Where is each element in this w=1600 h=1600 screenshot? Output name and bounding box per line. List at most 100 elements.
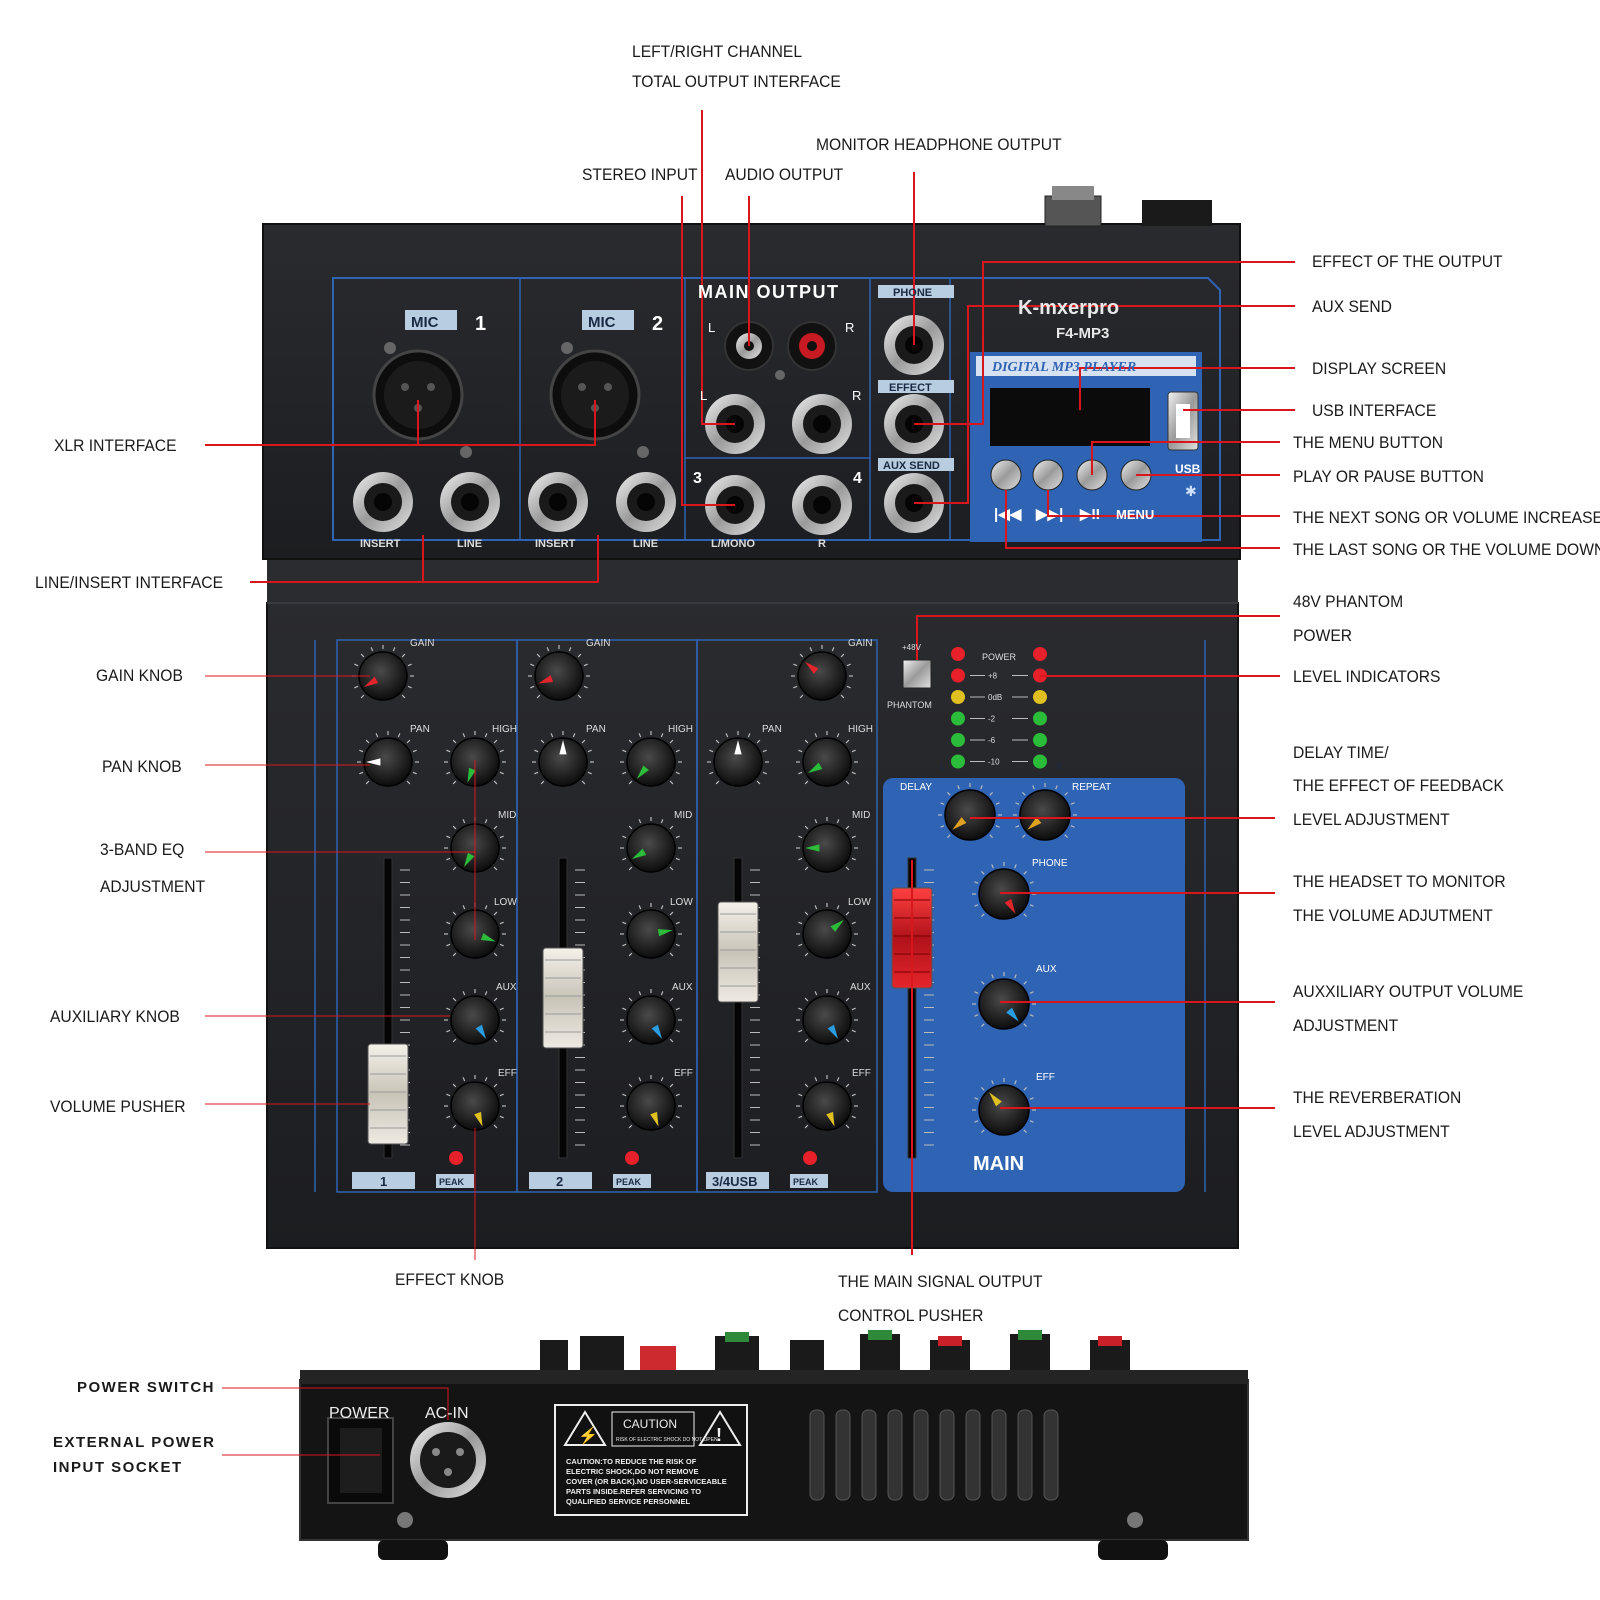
svg-text:MID: MID [498,810,516,821]
svg-text:MAIN OUTPUT: MAIN OUTPUT [698,282,840,302]
callout-monitor-headphone: MONITOR HEADPHONE OUTPUT [816,135,1062,154]
mid-knob-ch3[interactable] [796,817,858,873]
low-knob-ch3[interactable] [796,903,858,959]
svg-text:AUX SEND: AUX SEND [883,460,940,472]
callout-audio-output: AUDIO OUTPUT [725,165,844,184]
aux-knob-ch3[interactable] [796,989,858,1045]
main-aux-knob[interactable] [972,972,1036,1030]
line-jack-1[interactable] [440,472,500,532]
low-knob-ch2[interactable] [620,903,682,959]
top-panel: |◀◀ ▶▶| ▶II ✱ [262,186,1241,560]
svg-text:R: R [852,388,861,403]
ac-in-socket[interactable] [410,1422,486,1498]
phantom-button[interactable] [902,659,932,689]
level-led-left [951,647,965,661]
svg-text:EFF: EFF [674,1068,693,1079]
next-icon: ▶▶| [1035,506,1063,523]
warning-icon: ⚡ [578,1426,598,1445]
repeat-knob[interactable] [1013,783,1077,841]
pan-knob-ch2[interactable] [532,731,594,787]
aux-knob-ch2[interactable] [620,989,682,1045]
svg-text:DIGITAL MP3 PLAYER: DIGITAL MP3 PLAYER [991,360,1136,375]
callout-reverb-2: LEVEL ADJUSTMENT [1293,1122,1450,1141]
line-jack-2[interactable] [616,472,676,532]
svg-text:R: R [818,538,826,550]
callout-delay-3: LEVEL ADJUSTMENT [1293,810,1450,829]
svg-text:AUX: AUX [496,982,517,993]
xlr-jack-2[interactable] [549,342,649,458]
svg-text:PAN: PAN [410,724,430,735]
callout-power-switch: POWER SWITCH [77,1379,215,1396]
level-led-left [951,690,965,704]
rear-panel: ⚡ ! [299,1330,1249,1560]
svg-text:MID: MID [674,810,692,821]
svg-text:EFFECT: EFFECT [889,382,932,394]
eff-knob-ch1[interactable] [444,1075,506,1131]
level-led-right [1033,690,1047,704]
svg-text:HIGH: HIGH [492,724,517,735]
svg-text:CAUTION:TO REDUCE THE RISK OF: CAUTION:TO REDUCE THE RISK OF [566,1457,697,1466]
svg-text:PARTS INSIDE.REFER SERVICING T: PARTS INSIDE.REFER SERVICING TO [566,1487,701,1496]
level-led-right [1033,754,1047,769]
main-out-r-jack[interactable] [792,394,852,454]
eff-knob-ch3[interactable] [796,1075,858,1131]
high-knob-ch3[interactable] [796,731,858,787]
pan-knob-ch1[interactable] [357,731,419,787]
svg-text:LINE: LINE [633,538,658,550]
pan-knob-ch3[interactable] [707,731,769,787]
callout-main-pusher-1: THE MAIN SIGNAL OUTPUT [838,1272,1043,1291]
insert-jack-2[interactable] [528,472,588,532]
svg-text:EFF: EFF [852,1068,871,1079]
mid-knob-ch2[interactable] [620,817,682,873]
volume-fader-ch3[interactable] [717,857,760,1159]
xlr-jack-1[interactable] [372,342,472,458]
callout-next-song: THE NEXT SONG OR VOLUME INCREASE [1293,508,1600,527]
callout-display-screen: DISPLAY SCREEN [1312,359,1447,378]
svg-text:AC-IN: AC-IN [425,1405,469,1422]
svg-text:CAUTION: CAUTION [623,1417,677,1431]
svg-text:K-mxerpro: K-mxerpro [1018,297,1119,319]
callout-aux-out-2: ADJUSTMENT [1293,1016,1399,1035]
callout-eq-1: 3-BAND EQ [100,840,185,859]
insert-jack-1[interactable] [353,472,413,532]
svg-text:MENU: MENU [1116,507,1154,522]
prev-button[interactable] [990,459,1022,491]
peak-led-3 [803,1151,817,1165]
callout-phantom-1: 48V PHANTOM [1293,592,1404,611]
callout-effect-output: EFFECT OF THE OUTPUT [1312,252,1503,271]
next-button[interactable] [1032,459,1064,491]
svg-text:INSERT: INSERT [360,538,401,550]
callout-phantom-2: POWER [1293,626,1353,645]
svg-text:POWER: POWER [982,652,1017,662]
svg-text:PEAK: PEAK [793,1177,819,1187]
volume-fader-ch2[interactable] [542,857,585,1159]
svg-text:AUX: AUX [672,982,693,993]
delay-knob[interactable] [938,783,1002,841]
svg-text:+48V: +48V [902,643,922,652]
main-eff-knob[interactable] [972,1078,1036,1136]
svg-text:PHONE: PHONE [1032,858,1068,869]
meter-mark: -10 [988,758,1000,767]
stereo-in-r-jack[interactable] [792,475,852,535]
svg-text:REPEAT: REPEAT [1072,782,1111,793]
callout-ext-power-1: EXTERNAL POWER [53,1434,216,1451]
svg-text:4: 4 [853,470,862,487]
callout-play-pause: PLAY OR PAUSE BUTTON [1293,467,1484,486]
callout-headset-1: THE HEADSET TO MONITOR [1293,872,1506,891]
callout-pan-knob: PAN KNOB [102,757,182,776]
svg-text:GAIN: GAIN [410,638,434,649]
play-pause-icon: ▶II [1079,506,1100,523]
eff-knob-ch2[interactable] [620,1075,682,1131]
svg-text:R: R [845,320,854,335]
high-knob-ch2[interactable] [620,731,682,787]
gain-knob-ch3[interactable] [791,645,853,701]
aux-knob-ch1[interactable] [444,989,506,1045]
svg-text:GAIN: GAIN [586,638,610,649]
rca-out-r[interactable] [787,321,837,371]
meter-r-label: R [1056,762,1063,772]
callout-auxiliary-knob: AUXILIARY KNOB [50,1007,180,1026]
svg-text:PHANTOM: PHANTOM [887,700,932,710]
volume-fader-ch1[interactable] [367,857,410,1159]
peak-led-1 [449,1151,463,1165]
gain-knob-ch2[interactable] [528,645,590,701]
